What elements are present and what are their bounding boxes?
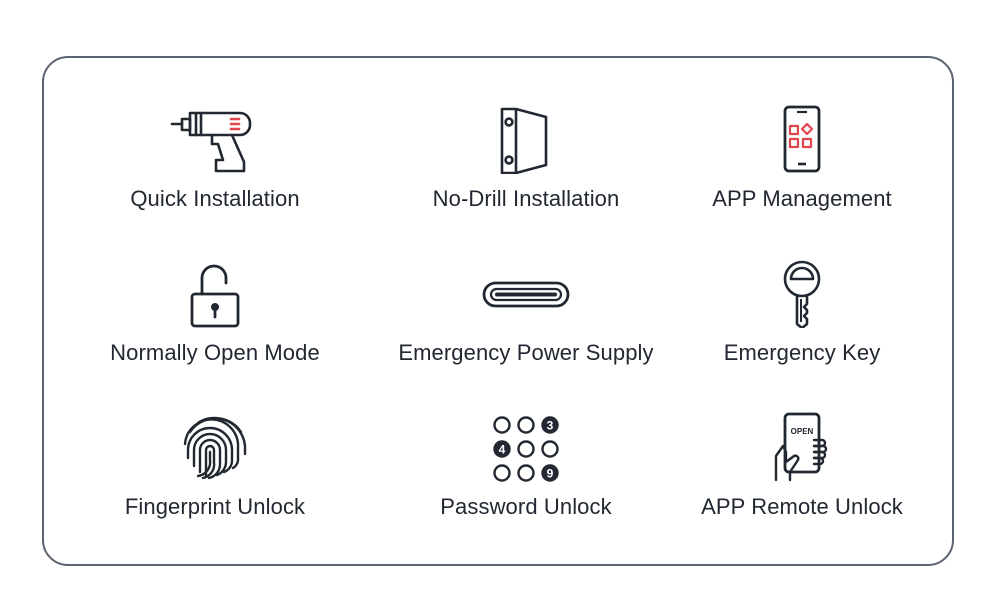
smartphone-app-icon <box>777 104 827 174</box>
feature-password-unlock: 3 4 9 Password Unlock <box>376 412 676 520</box>
keypad-digit: 9 <box>547 467 554 481</box>
door-frame-icon <box>496 104 556 174</box>
feature-emergency-power-supply: Emergency Power Supply <box>376 258 676 366</box>
usb-c-port-icon <box>481 258 571 328</box>
phone-screen-text: OPEN <box>791 427 814 436</box>
hand-holding-phone-icon: OPEN <box>772 412 832 482</box>
key-icon <box>777 258 827 328</box>
feature-label: Quick Installation <box>130 186 300 211</box>
feature-label: Fingerprint Unlock <box>124 494 306 519</box>
feature-no-drill-installation: No-Drill Installation <box>376 104 676 212</box>
unlocked-padlock-icon <box>185 258 245 328</box>
feature-label: Password Unlock <box>440 494 612 519</box>
feature-label: APP Remote Unlock <box>701 494 903 519</box>
drill-icon <box>170 104 260 174</box>
feature-label: No-Drill Installation <box>432 186 620 211</box>
feature-label: Emergency Power Supply <box>398 340 654 365</box>
feature-app-management: APP Management <box>652 104 952 212</box>
feature-label: Emergency Key <box>723 340 881 365</box>
features-panel <box>42 56 954 566</box>
keypad-icon: 3 4 9 <box>486 412 566 482</box>
feature-label: APP Management <box>712 186 892 211</box>
feature-emergency-key: Emergency Key <box>652 258 952 366</box>
keypad-digit: 3 <box>547 419 554 433</box>
fingerprint-icon <box>179 412 251 482</box>
feature-quick-installation: Quick Installation <box>65 104 365 212</box>
keypad-digit: 4 <box>499 443 506 457</box>
feature-app-remote-unlock: OPEN APP Remote Unlock <box>652 412 952 520</box>
feature-normally-open-mode: Normally Open Mode <box>65 258 365 366</box>
feature-fingerprint-unlock: Fingerprint Unlock <box>65 412 365 520</box>
feature-label: Normally Open Mode <box>110 340 320 365</box>
